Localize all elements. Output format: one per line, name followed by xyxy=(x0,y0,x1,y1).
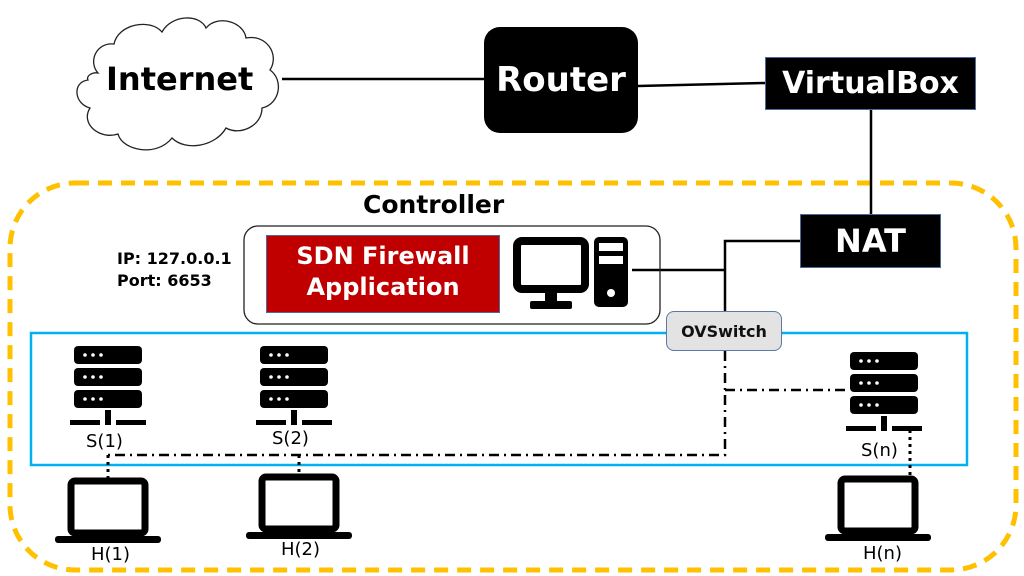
switch-server-icon xyxy=(846,352,922,431)
switch-network-boundary xyxy=(29,331,969,467)
switch-label: S(2) xyxy=(272,428,309,449)
switch-label: S(n) xyxy=(861,440,898,461)
controller-port: Port: 6653 xyxy=(117,271,212,290)
link-nat-ovswitch xyxy=(723,239,800,311)
virtualbox-node: VirtualBox xyxy=(765,57,976,110)
sdn-app-line2: Application xyxy=(306,273,460,301)
controller-label: Controller xyxy=(363,190,505,219)
internet-cloud-icon xyxy=(76,17,280,151)
nat-node: NAT xyxy=(800,214,941,268)
switch-label: S(1) xyxy=(86,431,123,452)
controller-boundary xyxy=(7,180,1019,573)
controller-box xyxy=(243,225,661,325)
data-plane-links xyxy=(108,351,848,457)
host-laptop-icon xyxy=(55,477,161,543)
switch-server-icon xyxy=(256,346,332,425)
host-links xyxy=(106,430,912,478)
controller-address: IP: 127.0.0.1 Port: 6653 xyxy=(117,248,232,292)
host-label: H(1) xyxy=(91,544,131,565)
router-node: Router xyxy=(484,27,638,133)
controller-ip: IP: 127.0.0.1 xyxy=(117,249,232,268)
controller-pc-icon xyxy=(513,237,628,309)
host-label: H(n) xyxy=(863,543,902,564)
link-router-virtualbox xyxy=(637,81,766,88)
switch-server-icon xyxy=(70,346,146,425)
ovswitch-node: OVSwitch xyxy=(666,311,782,351)
host-laptop-icon xyxy=(246,473,352,539)
sdn-firewall-application: SDN Firewall Application xyxy=(266,235,500,313)
internet-label: Internet xyxy=(106,60,254,98)
host-laptop-icon xyxy=(825,475,931,541)
sdn-app-line1: SDN Firewall xyxy=(296,242,470,270)
host-label: H(2) xyxy=(281,539,321,560)
